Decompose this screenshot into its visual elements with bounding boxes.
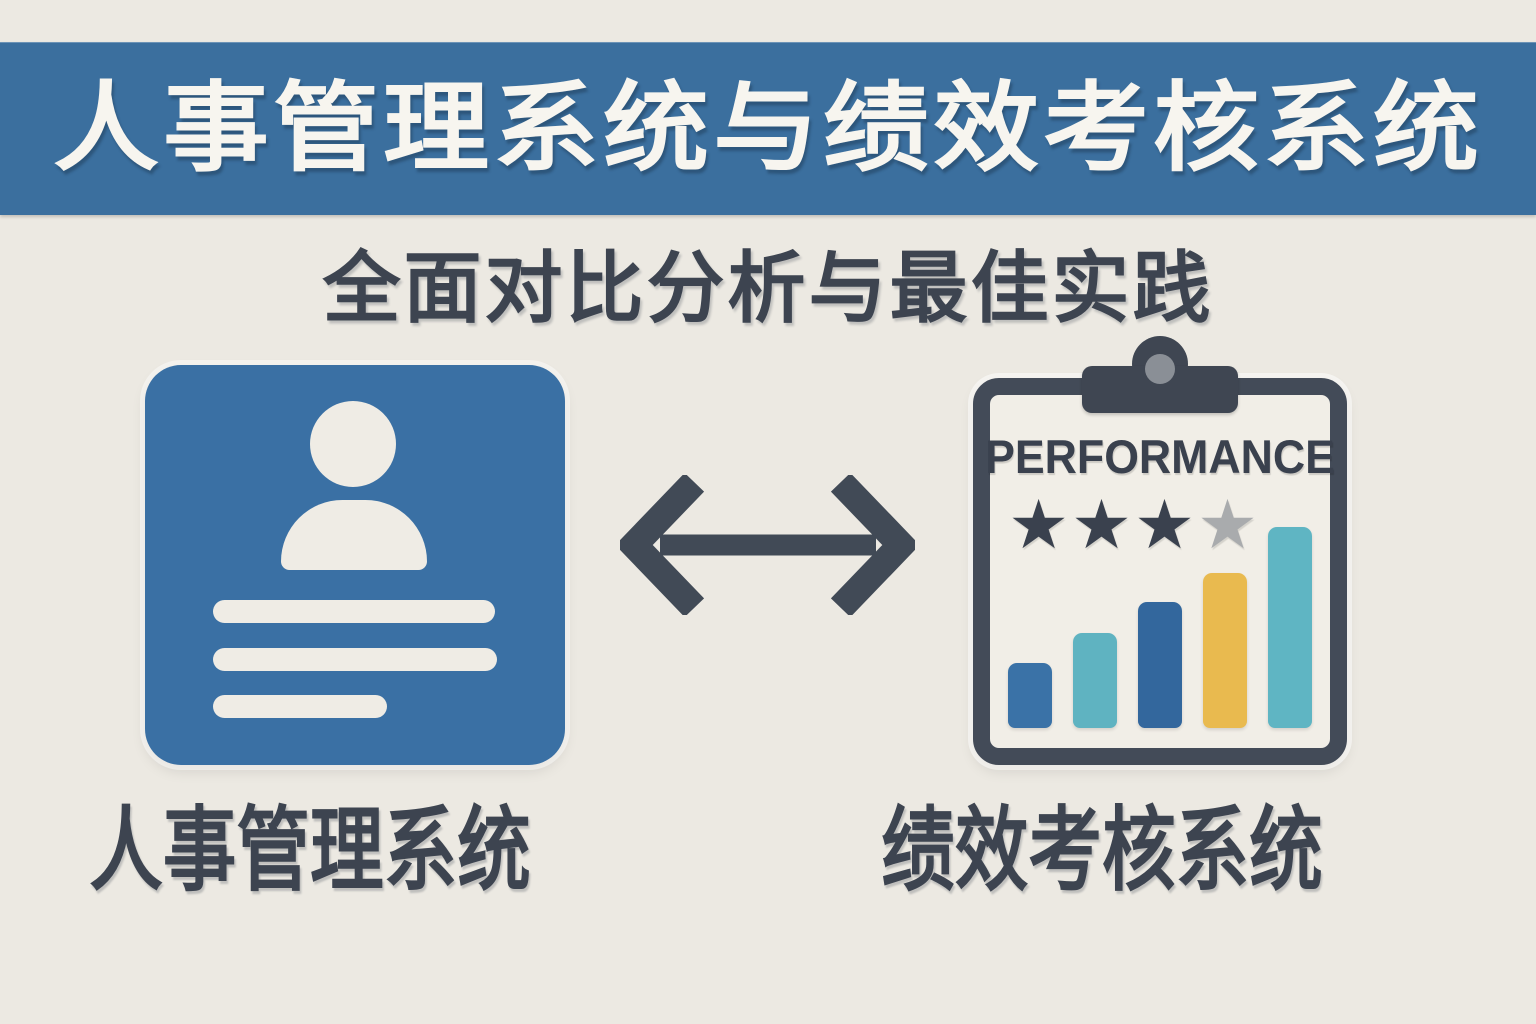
card-text-line [213,695,387,718]
bar [1073,633,1117,728]
person-head-icon [310,401,396,487]
bar [1138,602,1182,728]
subtitle: 全面对比分析与最佳实践 [322,244,1214,332]
clipboard-title: PERFORMANCE [985,429,1335,483]
double-headed-arrow-icon [620,475,915,615]
bar [1268,527,1312,728]
star-filled-icon: ★ [1134,487,1195,563]
star-filled-icon: ★ [1008,487,1070,563]
bar-chart [1008,527,1312,728]
star-empty-icon: ★ [1196,487,1258,563]
bar [1203,573,1247,728]
right-system-label: 绩效考核系统 [881,799,1323,902]
main-title: 人事管理系统与绩效考核系统 [53,74,1483,183]
star-filled-icon: ★ [1071,487,1132,563]
card-text-line [213,648,497,671]
clipboard-clip-hole-icon [1145,354,1175,384]
card-text-line [213,600,495,623]
star-rating: ★★★★ [1006,490,1260,560]
person-id-card-icon [145,365,565,765]
bar [1008,663,1052,728]
title-banner: 人事管理系统与绩效考核系统 [0,42,1536,215]
person-torso-icon [281,500,427,570]
left-system-label: 人事管理系统 [89,799,531,902]
